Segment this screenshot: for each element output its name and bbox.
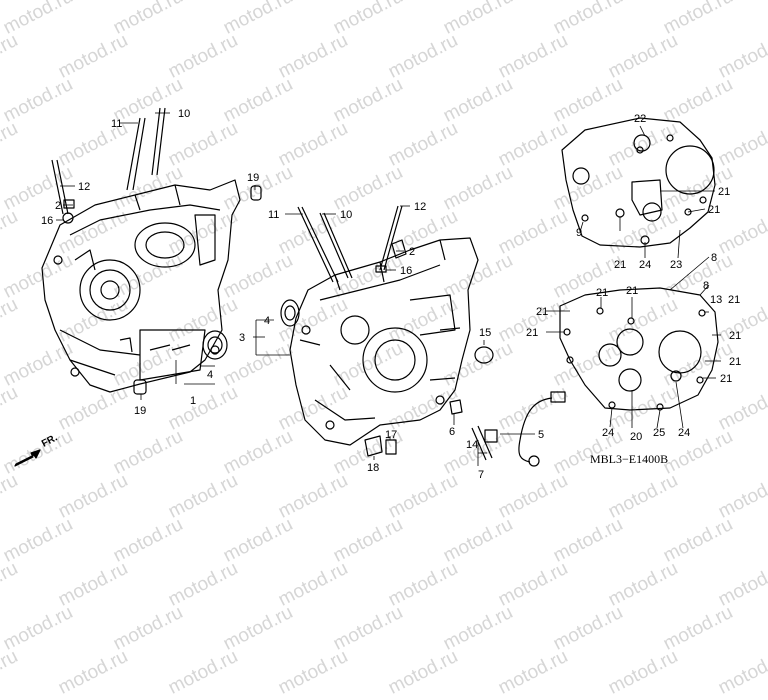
callout-11: 11: [268, 209, 279, 221]
watermark-text: motod.ru: [55, 645, 132, 699]
callout-10: 10: [340, 209, 352, 221]
leader-lines: [56, 112, 721, 466]
callout-21: 21: [536, 306, 548, 318]
callout-21: 21: [729, 330, 741, 342]
callout-24: 24: [678, 427, 690, 439]
callout-21: 21: [596, 287, 608, 299]
callout-25: 25: [653, 427, 665, 439]
callout-9: 9: [576, 227, 582, 239]
callout-21: 21: [720, 373, 732, 385]
left-seal: [202, 330, 228, 360]
callout-23: 23: [670, 259, 682, 271]
watermark-text: motod.ru: [0, 645, 22, 699]
left-crankcase-half: [41, 179, 241, 393]
callout-11: 11: [111, 118, 122, 130]
callout-4: 4: [207, 369, 213, 381]
callout-21: 21: [729, 356, 741, 368]
watermark-text: motod.ru: [275, 645, 352, 699]
callout-24: 24: [639, 259, 651, 271]
callout-21: 21: [708, 204, 720, 216]
callout-21: 21: [718, 186, 730, 198]
exploded-view-drawing: 11 10 12 2 16 19 4 1 19 11 10 12 2 16 3 …: [14, 107, 741, 481]
watermark-text: motod.ru: [715, 645, 768, 699]
callout-8: 8: [703, 280, 709, 292]
right-crankcase-half: [289, 237, 479, 446]
callout-21: 21: [626, 285, 638, 297]
callout-21: 21: [614, 259, 626, 271]
watermark-text: motod.ru: [605, 645, 682, 699]
callout-20: 20: [630, 431, 642, 443]
callout-24: 24: [602, 427, 614, 439]
speed-sensor: [518, 391, 566, 467]
front-arrow-icon: [14, 449, 41, 467]
callout-12: 12: [414, 201, 426, 213]
callout-13: 13: [710, 294, 722, 306]
upper-gasket: [561, 117, 716, 248]
watermark-text: motod.ru: [385, 645, 462, 699]
callout-numbers: 11 10 12 2 16 19 4 1 19 11 10 12 2 16 3 …: [41, 108, 741, 481]
callout-22: 22: [634, 113, 646, 125]
callout-8: 8: [711, 252, 717, 264]
watermark-text: motod.ru: [495, 645, 572, 699]
left-studs: [51, 107, 262, 395]
callout-12: 12: [78, 181, 90, 193]
callout-16: 16: [41, 215, 53, 227]
callout-14: 14: [466, 439, 478, 451]
callout-19: 19: [247, 172, 259, 184]
center-parts: [280, 205, 498, 461]
callout-21: 21: [526, 327, 538, 339]
callout-3: 3: [239, 332, 245, 344]
callout-4: 4: [264, 315, 270, 327]
callout-6: 6: [449, 426, 455, 438]
diagram-code: MBL3−E1400B: [590, 452, 669, 466]
callout-21: 21: [728, 294, 740, 306]
watermark-text: motod.ru: [165, 645, 242, 699]
callout-16: 16: [400, 265, 412, 277]
callout-19: 19: [134, 405, 146, 417]
callout-10: 10: [178, 108, 190, 120]
callout-17: 17: [385, 429, 397, 441]
callout-2: 2: [409, 246, 415, 258]
lower-gasket: [559, 287, 719, 411]
callout-5: 5: [538, 429, 544, 441]
callout-7: 7: [478, 469, 484, 481]
callout-15: 15: [479, 327, 491, 339]
callout-2: 2: [55, 200, 61, 212]
callout-18: 18: [367, 462, 379, 474]
callout-1: 1: [190, 395, 196, 407]
